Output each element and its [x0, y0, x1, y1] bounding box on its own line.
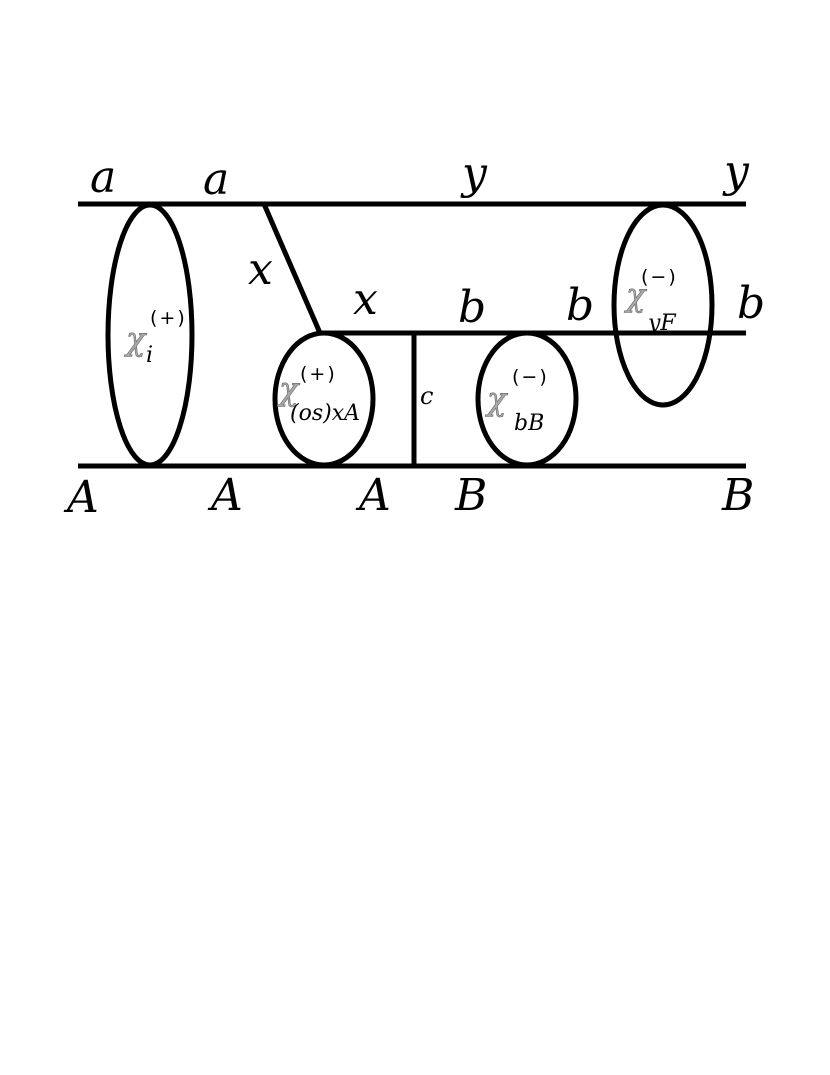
label-a-left: a [90, 152, 116, 203]
chi-osxA-superscript: (+) [300, 363, 337, 385]
label-b-3: b [737, 278, 765, 329]
label-A-mid: A [207, 470, 243, 521]
blob-chi-osxA [272, 330, 376, 468]
label-a-vertex: a [203, 154, 229, 205]
label-b-1: b [458, 282, 486, 333]
label-A-left: A [63, 472, 99, 523]
chi-symbol-i: χ [124, 320, 147, 358]
chi-i-subscript: i [146, 343, 153, 368]
chi-symbol-bB: χ [485, 380, 508, 418]
label-x-middle: x [353, 274, 378, 325]
label-B-right: B [721, 470, 754, 521]
chi-bB-superscript: (−) [512, 366, 549, 388]
chi-symbol-osxA: χ [277, 370, 300, 408]
chi-symbol-yF: χ [624, 276, 647, 314]
chi-bB-subscript: bB [514, 411, 544, 436]
x-propagator-line [261, 203, 323, 334]
blob-chi-yF [611, 202, 715, 408]
label-y-mid: y [460, 148, 488, 199]
chi-i-superscript: (+) [150, 307, 187, 329]
label-B-left: B [454, 470, 487, 521]
chi-osxA-subscript: (os)xA [290, 401, 360, 426]
label-c: c [420, 382, 433, 410]
label-b-2: b [566, 280, 594, 331]
label-y-right: y [722, 146, 750, 197]
blob-chi-bB [475, 330, 579, 468]
label-A-right: A [355, 470, 391, 521]
chi-yF-superscript: (−) [641, 266, 678, 288]
label-x-diagonal: x [248, 244, 273, 295]
chi-yF-subscript: yF [647, 311, 676, 336]
blob-chi-i [105, 202, 195, 468]
